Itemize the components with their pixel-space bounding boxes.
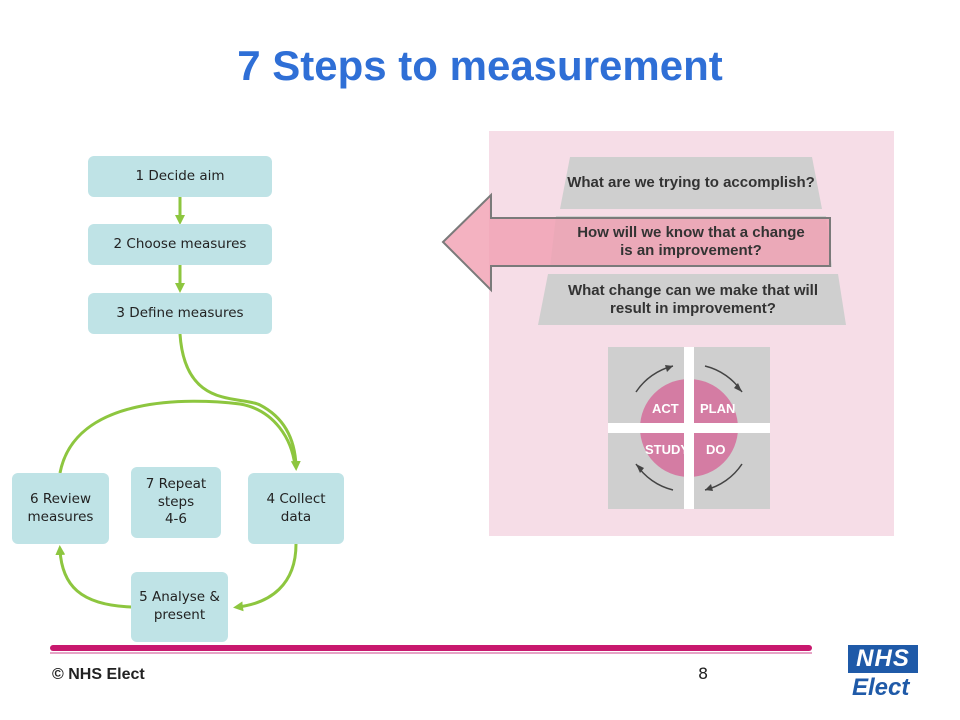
question-1-text: What are we trying to accomplish? bbox=[567, 174, 815, 191]
step-4-box: 4 Collect data bbox=[248, 473, 344, 544]
cross-horizontal bbox=[608, 423, 770, 433]
pdsa-cycle: ACT PLAN STUDY DO bbox=[608, 347, 770, 509]
step-5-box: 5 Analyse & present bbox=[131, 572, 228, 642]
page-number: 8 bbox=[698, 664, 709, 683]
step-6-box: 6 Review measures bbox=[12, 473, 109, 544]
study-label: STUDY bbox=[645, 442, 690, 457]
connector-4-5 bbox=[233, 543, 298, 612]
question-3-shape bbox=[538, 274, 846, 325]
do-label: DO bbox=[706, 442, 726, 457]
plan-label: PLAN bbox=[700, 401, 736, 416]
connector-5-6 bbox=[55, 545, 132, 609]
page-title: 7 Steps to measurement bbox=[237, 42, 723, 89]
footer-divider bbox=[50, 645, 812, 651]
step-1-box: 1 Decide aim bbox=[88, 156, 272, 197]
connector-3-4 bbox=[178, 333, 301, 471]
step-2-box: 2 Choose measures bbox=[88, 224, 272, 265]
pdsa-cycle-graphic bbox=[608, 347, 770, 509]
connector-6-4 bbox=[58, 399, 297, 474]
nhs-logo: NHS bbox=[848, 645, 918, 673]
question-2-text: How will we know that a change is an imp… bbox=[577, 223, 805, 259]
highlight-arrow bbox=[441, 192, 831, 293]
act-label: ACT bbox=[652, 401, 679, 416]
elect-logo-text: Elect bbox=[852, 674, 910, 701]
question-3-text: What change can we make that will result… bbox=[567, 281, 819, 317]
step-3-box: 3 Define measures bbox=[88, 293, 272, 334]
copyright-text: © NHS Elect bbox=[52, 666, 145, 683]
question-1-shape bbox=[560, 157, 822, 209]
footer-divider-shadow bbox=[50, 652, 812, 654]
step-7-box: 7 Repeat steps 4-6 bbox=[131, 467, 221, 538]
